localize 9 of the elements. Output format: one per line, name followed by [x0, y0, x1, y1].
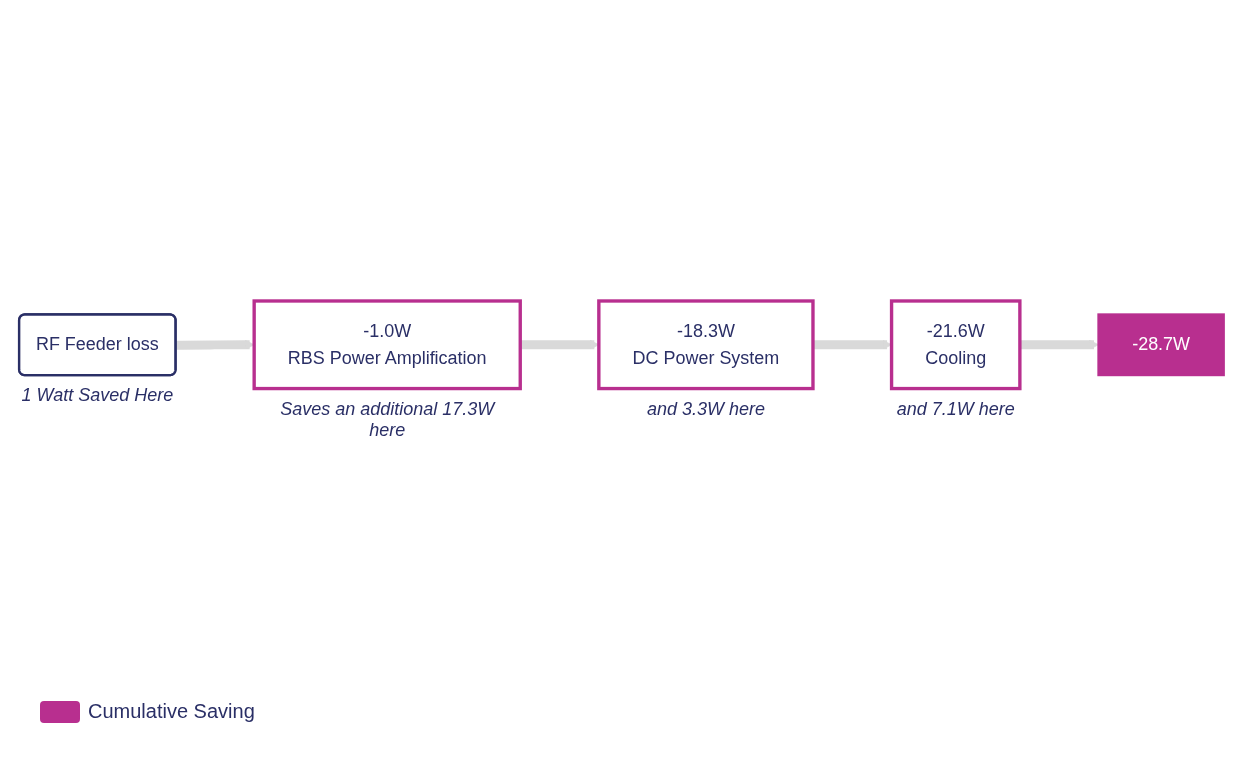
node-box: -21.6W Cooling	[889, 299, 1022, 391]
node-note: 1 Watt Saved Here	[20, 385, 175, 407]
node-box: -18.3W DC Power System	[597, 299, 815, 391]
node-note: Saves an additional 17.3W here	[279, 398, 497, 441]
node-note: and 7.1W here	[895, 398, 1016, 420]
node-box: -1.0W RBS Power Amplification	[252, 299, 522, 391]
node-box: -28.7W	[1097, 313, 1225, 377]
legend-text: Cumulative Saving	[88, 700, 255, 723]
node-note: and 3.3W here	[645, 398, 766, 420]
